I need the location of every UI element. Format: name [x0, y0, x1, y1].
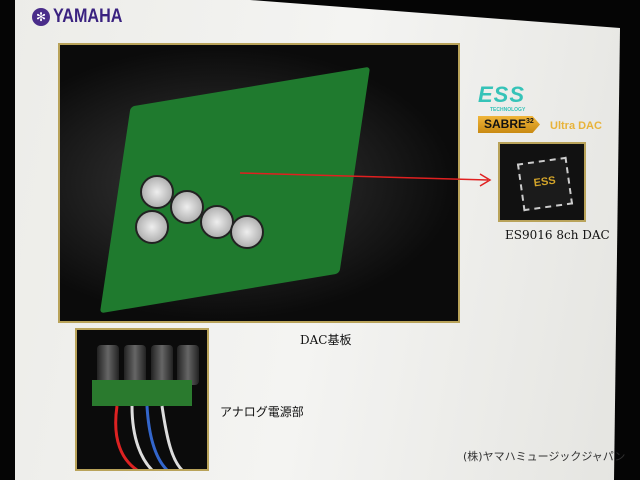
capacitor: [230, 215, 264, 249]
dac-board-caption: DAC基板: [300, 333, 352, 347]
ess-logo-sub: TECHNOLOGY: [490, 107, 526, 113]
capacitor: [170, 190, 204, 224]
chip-caption: ES9016 8ch DAC: [505, 228, 610, 242]
company-credit: (株)ヤマハミュージックジャパン: [463, 450, 626, 463]
capacitor: [135, 210, 169, 244]
logo-text: YAMAHA: [53, 6, 123, 27]
ess-logo: ESS: [478, 82, 526, 107]
chip-marking: ESS: [516, 156, 574, 212]
sabre-badge: SABRE32: [478, 116, 540, 133]
dac-chip-photo: ESS: [498, 142, 586, 222]
yamaha-logo: ✻ YAMAHA: [32, 6, 135, 28]
yamaha-tuning-forks-icon: ✻: [32, 8, 50, 26]
capacitor: [140, 175, 174, 209]
analog-power-caption: アナログ電源部: [220, 405, 304, 419]
dac-board-photo: [58, 43, 460, 323]
analog-power-photo: [75, 328, 209, 471]
sabre-badge-sup: 32: [526, 118, 534, 125]
ultra-dac-label: Ultra DAC: [550, 120, 602, 132]
sabre-badge-text: SABRE: [484, 117, 527, 131]
